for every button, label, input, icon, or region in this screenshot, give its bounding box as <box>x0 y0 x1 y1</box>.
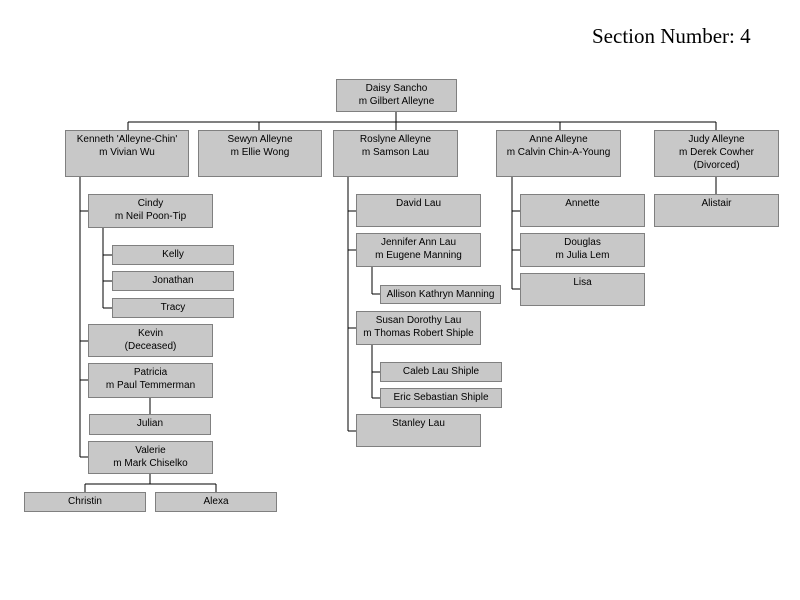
person-box-valerie: Valerie m Mark Chiselko <box>88 441 213 474</box>
person-box-alistair: Alistair <box>654 194 779 227</box>
person-box-sewyn: Sewyn Alleyne m Ellie Wong <box>198 130 322 177</box>
person-name: Daisy Sancho <box>365 83 428 94</box>
person-box-eric: Eric Sebastian Shiple <box>380 388 502 408</box>
spouse-name: m Thomas Robert Shiple <box>363 328 474 339</box>
spouse-name: m Neil Poon-Tip <box>114 211 187 222</box>
person-name: Lisa <box>573 277 592 288</box>
person-box-judy: Judy Alleyne m Derek Cowher (Divorced) <box>654 130 779 177</box>
person-name: Jennifer Ann Lau <box>380 237 457 248</box>
person-name: Judy Alleyne <box>688 134 745 145</box>
person-box-lisa: Lisa <box>520 273 645 306</box>
person-box-kevin: Kevin (Deceased) <box>88 324 213 357</box>
spouse-name: m Calvin Chin-A-Young <box>506 147 611 158</box>
person-box-cindy: Cindy m Neil Poon-Tip <box>88 194 213 228</box>
person-name: Anne Alleyne <box>529 134 588 145</box>
spouse-name: m Vivian Wu <box>99 147 155 158</box>
person-name: Caleb Lau Shiple <box>402 366 480 377</box>
person-box-kelly: Kelly <box>112 245 234 265</box>
section-number-label: Section Number: 4 <box>592 24 751 48</box>
spouse-name: m Samson Lau <box>361 147 430 158</box>
status-note: (Deceased) <box>124 341 177 352</box>
person-name: Julian <box>136 418 164 429</box>
person-box-douglas: Douglas m Julia Lem <box>520 233 645 267</box>
person-box-tracy: Tracy <box>112 298 234 318</box>
person-name: Annette <box>565 198 600 209</box>
person-name: Christin <box>68 496 102 507</box>
spouse-name: m Gilbert Alleyne <box>358 96 435 107</box>
person-name: Alistair <box>701 198 732 209</box>
person-box-anne: Anne Alleyne m Calvin Chin-A-Young <box>496 130 621 177</box>
person-name: Kenneth 'Alleyne-Chin' <box>76 134 178 145</box>
person-name: Susan Dorothy Lau <box>375 315 462 326</box>
spouse-name: m Julia Lem <box>555 250 610 261</box>
spouse-name: m Eugene Manning <box>375 250 462 261</box>
person-box-david-lau: David Lau <box>356 194 481 227</box>
person-box-alexa: Alexa <box>155 492 277 512</box>
person-name: Eric Sebastian Shiple <box>393 392 489 403</box>
person-box-patricia: Patricia m Paul Temmerman <box>88 363 213 398</box>
person-name: Patricia <box>133 367 168 378</box>
person-box-stanley-lau: Stanley Lau <box>356 414 481 447</box>
person-name: Tracy <box>160 302 186 313</box>
spouse-name: m Derek Cowher <box>678 147 755 158</box>
person-name: Allison Kathryn Manning <box>386 289 495 300</box>
person-box-caleb: Caleb Lau Shiple <box>380 362 502 382</box>
spouse-name: m Ellie Wong <box>230 147 290 158</box>
person-name: Valerie <box>135 445 166 456</box>
person-box-kenneth: Kenneth 'Alleyne-Chin' m Vivian Wu <box>65 130 189 177</box>
person-name: Roslyne Alleyne <box>359 134 432 145</box>
person-box-allison: Allison Kathryn Manning <box>380 285 501 304</box>
person-name: Kelly <box>162 249 184 260</box>
person-name: Sewyn Alleyne <box>227 134 293 145</box>
person-name: Douglas <box>564 237 601 248</box>
person-name: Alexa <box>203 496 229 507</box>
person-box-annette: Annette <box>520 194 645 227</box>
person-box-roslyne: Roslyne Alleyne m Samson Lau <box>333 130 458 177</box>
spouse-name: m Paul Temmerman <box>105 380 196 391</box>
person-name: Stanley Lau <box>392 418 445 429</box>
person-box-daisy-sancho: Daisy Sancho m Gilbert Alleyne <box>336 79 457 112</box>
person-name: David Lau <box>395 198 442 209</box>
person-box-susan: Susan Dorothy Lau m Thomas Robert Shiple <box>356 311 481 345</box>
person-name: Kevin <box>137 328 163 339</box>
person-box-jennifer: Jennifer Ann Lau m Eugene Manning <box>356 233 481 267</box>
person-box-christin: Christin <box>24 492 146 512</box>
person-box-jonathan: Jonathan <box>112 271 234 291</box>
spouse-name: m Mark Chiselko <box>113 458 188 469</box>
person-name: Cindy <box>137 198 164 209</box>
person-name: Jonathan <box>152 275 194 286</box>
person-box-julian: Julian <box>89 414 211 435</box>
status-note: (Divorced) <box>693 160 740 171</box>
